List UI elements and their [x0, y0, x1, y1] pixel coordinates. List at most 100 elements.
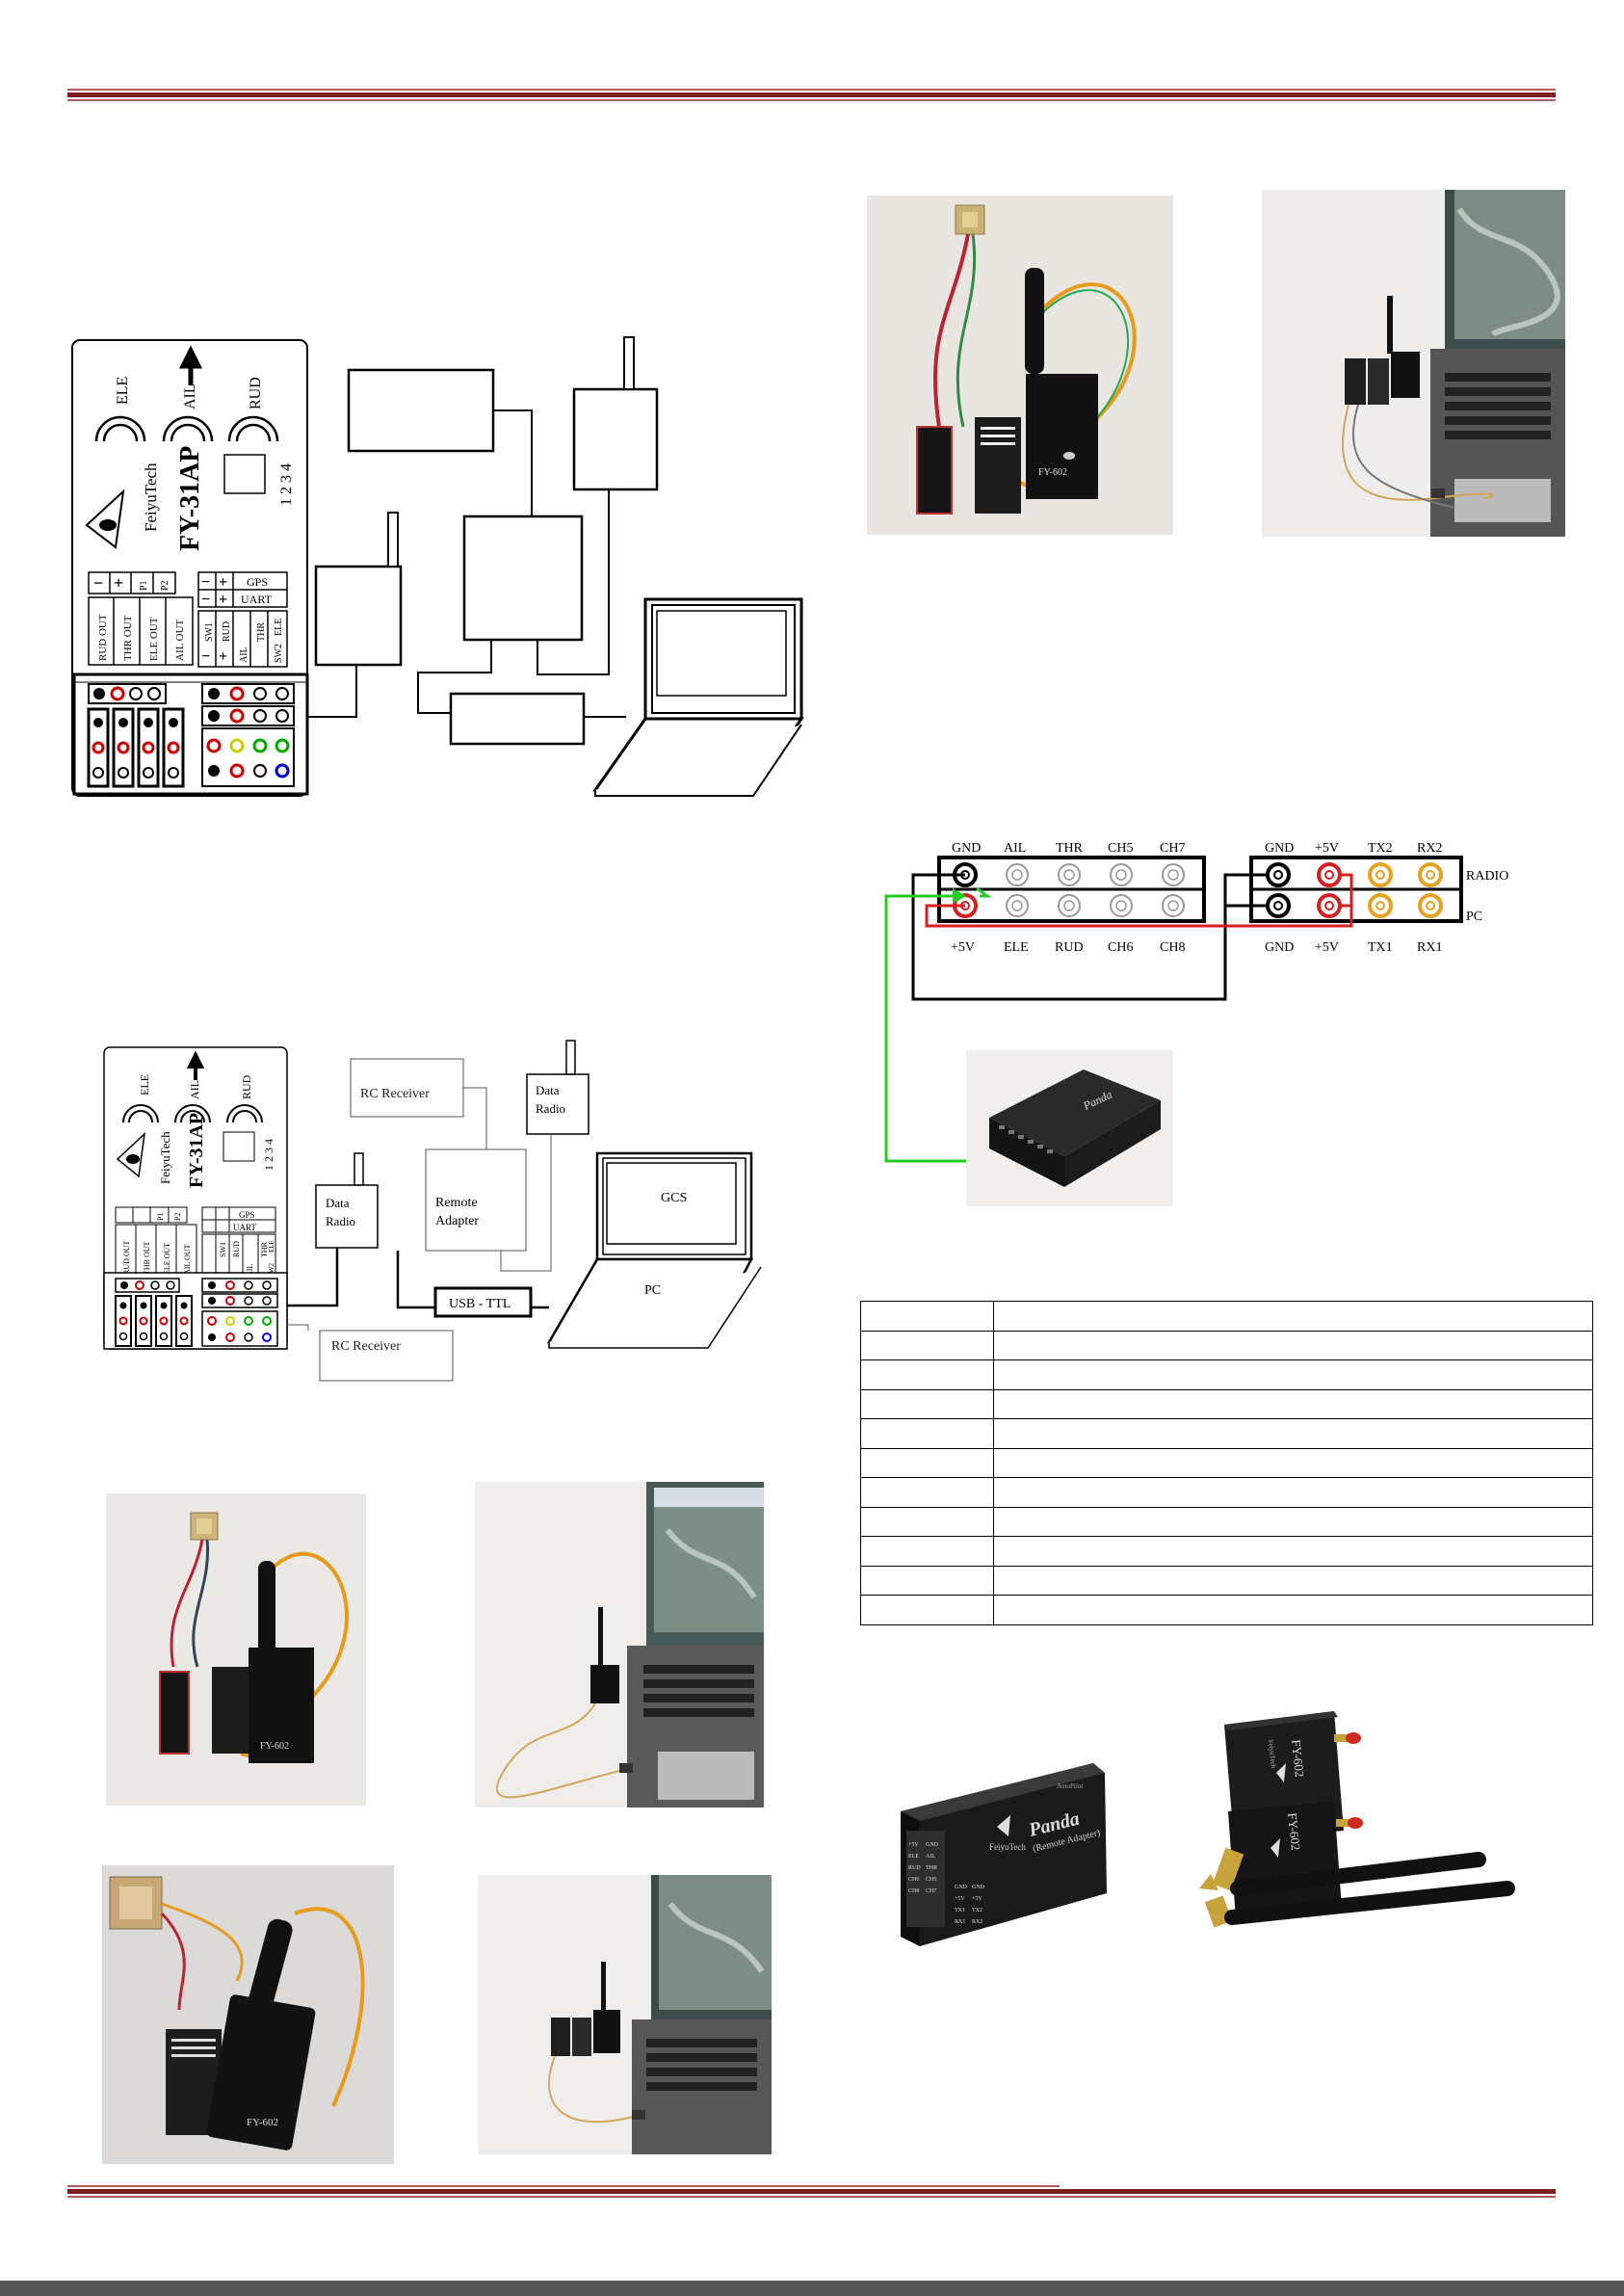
pin-label-thr: THR: [1056, 841, 1084, 856]
row-label-radio: RADIO: [1466, 869, 1508, 884]
usb-ttl-label: USB - TTL: [449, 1297, 511, 1311]
fc-minus-2: −: [201, 574, 210, 591]
photo-laptop-setup-bottom: [478, 1875, 772, 2154]
fc2-servo-rudout: RUD OUT: [122, 1241, 131, 1275]
pin-label-ch5: CH5: [1108, 841, 1133, 856]
fc2-port-uart: UART: [233, 1223, 256, 1232]
panda-pin-1: +5V: [908, 1842, 919, 1848]
fc-port-p2: P2: [160, 580, 170, 591]
table-cell-key: [861, 1302, 994, 1332]
table-cell-value: [994, 1419, 1593, 1449]
fc2-switch-digits: 1 2 3 4: [262, 1139, 275, 1171]
table-row: [861, 1331, 1593, 1360]
table-cell-value: [994, 1302, 1593, 1332]
footer-rule-thin-top: [67, 2185, 1060, 2187]
fc2-port-p2: P2: [173, 1213, 182, 1221]
panda-pin-2-7: RX1: [955, 1919, 965, 1925]
fc-servo-throut: THR OUT: [122, 615, 134, 661]
photo-kit-gps-bottom: FY-602: [102, 1865, 394, 2164]
fc-input-thr: THR: [256, 622, 267, 642]
fc2-label-ail: AIL: [188, 1080, 201, 1099]
pin-label-gnd-r2: GND: [1265, 940, 1294, 955]
pin-label-ch8: CH8: [1160, 940, 1185, 955]
panda-pin-9: CH8: [908, 1888, 919, 1894]
pin-label-rud: RUD: [1055, 940, 1084, 955]
photo-fy602-label: FY-602: [247, 2117, 278, 2128]
table-cell-value: [994, 1537, 1593, 1567]
pin-header-diagram: GND AIL THR CH5 CH7 +5V ELE RUD CH6 CH8 …: [872, 829, 1546, 1214]
fc-port-uart: UART: [241, 593, 273, 606]
table-cell-value: [994, 1478, 1593, 1508]
table-cell-key: [861, 1596, 994, 1625]
fc-plus-4: +: [219, 648, 227, 665]
pin-label-5v-l: +5V: [951, 940, 975, 955]
photo-fy602-label: FY-602: [260, 1741, 289, 1752]
photo-fy602-label: FY-602: [1038, 467, 1067, 478]
fc2-servo-throut: THR OUT: [143, 1241, 151, 1275]
header-rule-thick: [67, 92, 1556, 97]
fc2-servo-ailout: AIL OUT: [183, 1244, 192, 1275]
fc-input-sw2: SW2: [274, 644, 284, 663]
fc-label-rud: RUD: [248, 377, 264, 409]
header-rule-thin-top: [67, 89, 1556, 91]
photo-laptop-setup-top: [1262, 190, 1565, 537]
remote-adapter-label-1: Remote: [435, 1196, 478, 1210]
fc-plus-2: +: [219, 574, 227, 591]
panda-pin-2-5: TX1: [955, 1908, 965, 1913]
panda-adapter-photo: Panda: [966, 1050, 1173, 1206]
table-row: [861, 1389, 1593, 1419]
panda-pin-2-2: GND: [972, 1885, 985, 1890]
panda-pin-6: THR: [926, 1865, 937, 1871]
table-cell-key: [861, 1478, 994, 1508]
fc-input-rud: RUD: [222, 621, 232, 642]
pin-label-ch7: CH7: [1160, 841, 1185, 856]
pin-label-5v-r2: +5V: [1315, 940, 1339, 955]
system-diagram-large: ELE AIL RUD FeiyuTech FY-31AP 1 2 3 4 − …: [67, 328, 819, 809]
fc-input-ele: ELE: [274, 619, 284, 636]
fc2-label-rud: RUD: [240, 1074, 253, 1099]
data-radio-left-label-2: Radio: [326, 1214, 355, 1228]
panda-pin-3: ELE: [908, 1854, 919, 1860]
fc-minus-1: −: [93, 573, 103, 593]
pc-label: PC: [644, 1283, 661, 1298]
table-row: [861, 1596, 1593, 1625]
fc2-input-ele: ELE: [268, 1240, 275, 1253]
fc-minus-3: −: [201, 592, 210, 608]
pin-label-tx2: TX2: [1368, 841, 1393, 856]
photo-kit-gps-top: FY-602: [867, 196, 1173, 535]
fc-port-gps: GPS: [247, 575, 268, 589]
table-cell-key: [861, 1360, 994, 1390]
gcs-laptop-icon: [549, 1153, 761, 1348]
panda-pin-2-4: +5V: [972, 1896, 982, 1902]
data-radio-left-label-1: Data: [326, 1196, 350, 1210]
row-label-pc: PC: [1466, 910, 1482, 924]
table-row: [861, 1507, 1593, 1537]
table-cell-key: [861, 1507, 994, 1537]
photo-fy602-radios: FY-602 FeiyuTech FY-602: [1190, 1705, 1527, 1951]
gcs-label: GCS: [661, 1191, 687, 1205]
panda-tag: AutoPilot: [1057, 1782, 1083, 1790]
panda-pin-2-8: RX2: [972, 1919, 982, 1925]
fc2-label-ele: ELE: [138, 1074, 151, 1095]
fc-input-sw1: SW1: [204, 622, 215, 642]
fc2-model: FY-31AP: [186, 1113, 207, 1188]
data-radio-top-label-2: Radio: [536, 1101, 565, 1116]
data-radio-top-label-1: Data: [536, 1083, 560, 1097]
panda-brand: FeiyuTech: [989, 1842, 1026, 1852]
footer-rule-thick: [67, 2189, 1556, 2194]
fc2-port-gps: GPS: [239, 1210, 255, 1220]
pin-label-gnd-r1: GND: [1265, 841, 1294, 856]
table-row: [861, 1478, 1593, 1508]
table-cell-key: [861, 1566, 994, 1596]
fc2-servo-eleout: ELE OUT: [163, 1243, 171, 1275]
table-row: [861, 1537, 1593, 1567]
pin-label-gnd-l: GND: [952, 841, 981, 856]
table-cell-value: [994, 1566, 1593, 1596]
fc-servo-eleout: ELE OUT: [148, 617, 160, 661]
pin-label-tx1: TX1: [1368, 940, 1393, 955]
panda-pin-7: CH6: [908, 1877, 919, 1883]
table-cell-key: [861, 1419, 994, 1449]
system-diagram-labeled: ELE AIL RUD FeiyuTech FY-31AP 1 2 3 4 P1…: [96, 1036, 790, 1392]
spec-table: [860, 1301, 1593, 1625]
fc-servo-ailout: AIL OUT: [174, 619, 186, 661]
